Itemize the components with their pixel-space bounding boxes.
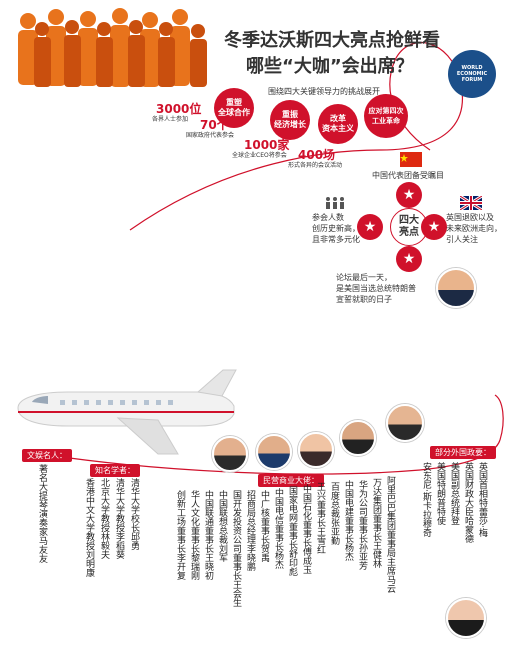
foreign-col-1: 英国财政大臣哈蒙德 xyxy=(463,462,473,543)
business-col-4: 百度总裁张亚勤 xyxy=(329,482,339,545)
highlight-inauguration: 论坛最后一天， 是美国当选总统特朗普 宣誓就职的日子 xyxy=(336,273,416,304)
page-title-line2: 哪些“大咖”会出席？ xyxy=(246,56,414,77)
stat-countries-value: 70个 xyxy=(200,118,229,132)
scholars-col-0: 清华大学校长邱勇 xyxy=(129,478,139,550)
stat-sessions-desc: 形式各异的会议活动 xyxy=(288,162,343,169)
business-col-14: 华人文化董事长黎瑞刚 xyxy=(189,490,199,580)
portrait-2 xyxy=(256,434,292,470)
tag-business: 民营商业大佬： xyxy=(258,474,324,487)
star-icon-top: ★ xyxy=(396,182,422,208)
wef-logo-line1: WORLD xyxy=(461,65,483,71)
highlight-attendance: 参会人数 创历史新高， 且非常多元化 xyxy=(312,213,360,244)
theme-global-cooperation: 重塑 全球合作 xyxy=(214,88,254,128)
tag-scholars: 知名学者： xyxy=(90,464,140,477)
business-col-11: 国开发投资公司董事长王会生 xyxy=(231,490,241,607)
foreign-col-0: 英国首相特蕾莎·梅 xyxy=(477,462,487,537)
stat-countries-desc: 国家政府代表参会 xyxy=(186,132,235,139)
business-col-12: 中国联想总裁刘军 xyxy=(217,490,227,562)
portrait-3 xyxy=(298,432,334,468)
highlight-china-delegation: 中国代表团备受瞩目 xyxy=(372,171,444,180)
stat-participants-value: 3000位 xyxy=(156,102,202,116)
business-col-15: 创新工场董事长李开复 xyxy=(175,490,185,580)
wef-logo: WORLD ECONOMIC FORUM xyxy=(448,50,496,98)
page-title-line1: 冬季达沃斯四大亮点抢鲜看 xyxy=(224,30,440,51)
business-col-3: 中国电建董事长杨杰 xyxy=(343,480,353,561)
business-col-1: 万达集团董事长王健林 xyxy=(371,478,381,568)
stat-companies-value: 1000家 xyxy=(244,138,290,152)
business-col-6: 中国石化董事长傅成玉 xyxy=(301,484,311,574)
entertainment-col-0: 著名大提琴演奏家马友友 xyxy=(37,464,47,563)
star-icon-right: ★ xyxy=(421,214,447,240)
tag-foreign: 部分外国政要： xyxy=(430,446,496,459)
business-col-5: 王兴董事长王雪红 xyxy=(315,482,325,554)
business-crowd-illustration xyxy=(18,8,207,87)
portrait-jack-ma xyxy=(386,404,424,442)
foreign-col-3: 美国特朗普特使 xyxy=(435,462,445,525)
theme-capitalism: 改革 资本主义 xyxy=(318,104,358,144)
stat-participants-desc: 各界人士参加 xyxy=(152,116,189,123)
theme-fourth-industrial: 应对第四次 工业革命 xyxy=(364,94,408,138)
china-flag-icon xyxy=(400,152,422,167)
people-icon xyxy=(326,197,344,209)
business-col-7: 国家电网董事长舒印彪 xyxy=(287,486,297,576)
business-col-10: 招商局总经理李晓鹏 xyxy=(245,490,255,571)
foreign-col-4: 安东尼·斯卡拉穆奇 xyxy=(421,462,431,537)
wef-logo-line3: FORUM xyxy=(461,77,483,83)
stat-companies-desc: 全球企业CEO将参会 xyxy=(232,152,287,159)
subtitle: 围绕四大关键领导力的挑战展开 xyxy=(268,87,380,96)
business-col-2: 华为公司董事长孙亚芳 xyxy=(357,480,367,570)
portrait-1 xyxy=(212,436,248,472)
foreign-col-2: 美国副总统拜登 xyxy=(449,462,459,525)
scholars-col-2: 北京大学教授林毅夫 xyxy=(99,478,109,559)
uk-flag-icon xyxy=(460,196,482,210)
business-col-0: 阿里巴巴集团董事局主席马云 xyxy=(385,476,395,593)
wef-logo-line2: ECONOMIC xyxy=(456,71,488,77)
business-col-13: 中国联通董事长王晓初 xyxy=(203,490,213,580)
stat-sessions-value: 400场 xyxy=(298,148,336,162)
business-col-9: 中广核董事长贺禹 xyxy=(259,490,269,562)
scholars-col-1: 清华大学教授李稻葵 xyxy=(114,478,124,559)
portrait-4 xyxy=(340,420,376,456)
theme-growth: 重振 经济增长 xyxy=(270,100,310,140)
airplane-illustration xyxy=(17,369,237,455)
highlight-brexit: 英国退欧以及 未来欧洲走向， 引人关注 xyxy=(446,213,502,244)
trump-portrait xyxy=(436,268,476,308)
star-icon-bottom: ★ xyxy=(396,246,422,272)
business-col-8: 中国电信董事长杨杰 xyxy=(273,488,283,569)
tag-entertainment: 文娱名人： xyxy=(22,449,72,462)
scholars-col-3: 香港中文大学教授刘明康 xyxy=(84,478,94,577)
star-icon-left: ★ xyxy=(357,214,383,240)
portrait-theresa-may xyxy=(446,598,486,638)
